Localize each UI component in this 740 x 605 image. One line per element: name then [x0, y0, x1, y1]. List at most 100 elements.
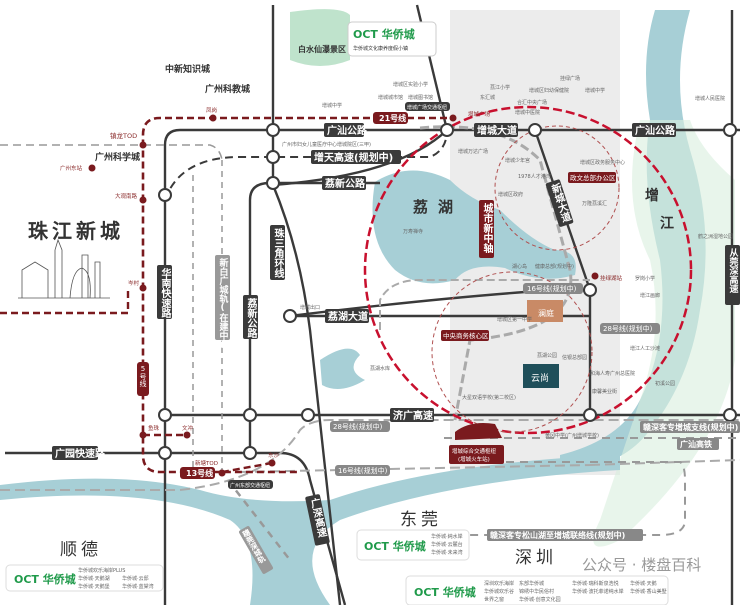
station-chencun: 岑村 [128, 279, 140, 287]
metro-16-label: 16号线(规划中) [338, 466, 388, 475]
area-kexue: 广州科学城 [95, 151, 140, 163]
station-fenggang: 凤岗 [206, 107, 217, 114]
metro-line-loop [141, 116, 447, 474]
ganshen-branch-label: 赣深客专增城支线(规划中) [643, 422, 738, 432]
rail-16-north [379, 279, 590, 330]
oct-item: 华侨城·未来湾 [431, 549, 463, 556]
interchanges [158, 123, 737, 460]
road-zengcheng-dadao: 增城大道 [477, 124, 517, 137]
train-icon [455, 423, 502, 440]
poi: 荔湖公园 [537, 352, 557, 359]
oct-item: 深圳欢乐海岸 [484, 580, 514, 587]
poi: 增江人工沙滩 [630, 345, 660, 352]
oct-item: 东部华侨城 [519, 580, 544, 587]
oct-item: 华侨城·純水岸 [431, 533, 463, 540]
oct-item: 华侨城·波托菲诺纯水岸 [572, 588, 624, 595]
poi: 增城少年宫 [505, 157, 530, 164]
poi: 增江画廊 [640, 292, 660, 299]
station-xintang: 新塘TOD [195, 459, 218, 467]
station-dongsha: 东沙 [268, 451, 280, 459]
poi: 健康总部(规划中) [535, 263, 574, 270]
poi: 增城人民医院 [695, 95, 725, 102]
station-zc-square: 增城广场 [468, 110, 491, 118]
poi: 增城出口 [300, 304, 320, 311]
metro-branch-2 [221, 461, 273, 474]
metro-28-label: 28号线(规划中) [603, 324, 653, 333]
poi: 增城万达广场 [458, 148, 488, 155]
poi: 罗岗小学 [635, 275, 655, 282]
zhengwen-tag [568, 172, 616, 183]
oct-logo: OCT 华侨城 [14, 572, 76, 586]
dongjiang-river [0, 455, 620, 605]
station-wenchong: 文冲 [182, 424, 194, 432]
project-lanting[interactable] [527, 300, 563, 322]
zhengwen-label: 政文总部办公区 [570, 173, 616, 182]
zc-hub-tag [405, 102, 450, 111]
poi: 1978人才港湾 [518, 173, 551, 180]
metro-16-tag [335, 465, 390, 476]
scenic-area [290, 9, 350, 67]
poi: 万寿禅寺 [403, 228, 423, 235]
zengtian-expressway [164, 129, 448, 201]
road-conghua: 从莞深高速 [728, 248, 740, 294]
road-guangshan-east: 广汕公路 [635, 124, 676, 137]
metro-5-tag [137, 362, 149, 396]
poi: 合汇中央广场 [517, 99, 547, 106]
dongjiang-hub-tag [228, 480, 273, 489]
poi: 增城城市馆 [378, 94, 403, 101]
cbd-tag [441, 330, 489, 341]
oct-box-dongguan: OCT 华侨城 华侨城·純水岸 华侨城·云麓台 华侨城·未来湾 [356, 529, 470, 561]
poi: 增城区第一中学 [497, 316, 532, 323]
oct-box-shenzhen: OCT 华侨城 深圳欢乐海岸 东部华侨城 华侨城·瑞科斯泉浩悦 华侨城·天鹅 华… [405, 575, 669, 605]
area-shenzhen: 深圳 [515, 548, 557, 568]
oct-item: 华侨城·天鹅湖 [78, 575, 110, 582]
poi: 湖心岛 [512, 263, 527, 270]
area-lihu: 荔湖 [413, 198, 463, 216]
area-kejiao: 广州科教城 [205, 83, 250, 95]
road-lixin-v: 荔新公路 [245, 297, 258, 339]
oct-item: 华侨城欢乐谷 [484, 588, 514, 595]
metro-13-tag [180, 467, 215, 479]
road-guangshan-west: 广汕公路 [327, 124, 368, 137]
poi: 大星双语学校(第二校区) [462, 394, 516, 401]
rail-28 [0, 419, 740, 491]
oct-logo: OCT 华侨城 [414, 585, 476, 599]
metro-28-label-b: 28号线(规划中) [333, 422, 383, 431]
oct-logo: OCT 华侨城 [364, 539, 426, 553]
lihu-lake [372, 170, 576, 284]
poi: 东汇城 [480, 94, 495, 101]
oct-item: 华侨城·蓝棠湾 [122, 583, 154, 590]
station-guahuang: 挂绿湖站 [600, 274, 623, 282]
metro-28-tag [600, 323, 660, 334]
zc-station-sub: (增城火车站) [458, 455, 490, 463]
guangshan-hsr-label: 广汕高铁 [680, 439, 712, 449]
poi: 挂绿广场 [560, 75, 580, 82]
cbd-zone-circle [431, 271, 593, 433]
poi: 增城区实验小学 [393, 81, 428, 88]
poi: 增城中学 [322, 102, 342, 109]
core-radius-circle [363, 105, 693, 435]
road-xinbai: 新白广城轨(在建中) [218, 257, 229, 350]
oct-item: 华侨城·云麓台 [431, 541, 463, 548]
poi: 鹤之洲湿地公园 [698, 233, 733, 240]
project-yunshang[interactable] [523, 364, 559, 388]
poi: 增城区政务服务中心 [580, 159, 625, 166]
oct-item: 华侨城·创意文化园 [519, 596, 561, 603]
oct-item: 华侨城·瑞科斯泉浩悦 [572, 580, 619, 587]
area-zengjiang-a: 增 [645, 187, 663, 204]
reservoir [320, 348, 365, 389]
area-zhongxin: 中新知识城 [165, 63, 210, 75]
poi: 初溪公园 [655, 380, 675, 387]
station-yuzhu: 鱼珠 [148, 424, 160, 432]
area-zengjiang-b: 江 [660, 215, 678, 232]
metro-16-label-north: 16号线(规划中) [527, 284, 577, 293]
zc-hub-label: 增城广场交通枢纽 [407, 104, 447, 111]
project-yunshang-label: 云尚 [531, 372, 549, 384]
oct-item: 华侨城·天鹅堡 [78, 583, 110, 590]
poi: 荔江小学 [490, 84, 510, 91]
poi: 康馨美业街 [592, 388, 617, 395]
rail-dashed [0, 144, 223, 161]
road-zhusanjiao: 珠三角环线 [272, 227, 284, 279]
poi: 和海人寿广州总医院 [590, 370, 635, 377]
